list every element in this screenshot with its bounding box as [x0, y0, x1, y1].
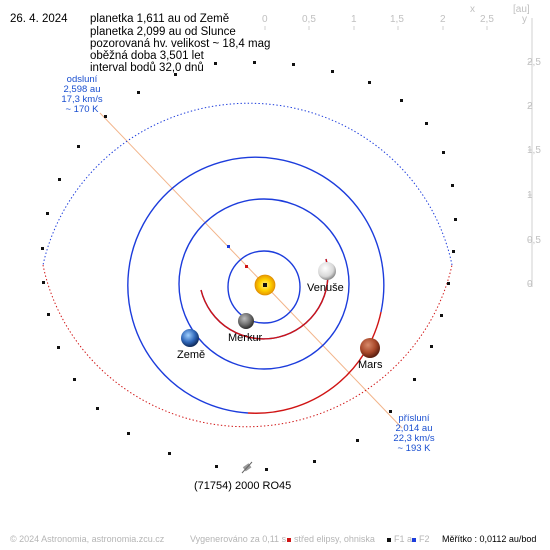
y-axis-ticks	[528, 61, 532, 285]
mercury-orbit	[227, 250, 301, 324]
venus-label: Venuše	[307, 282, 344, 294]
mercury-planet	[238, 313, 254, 329]
venus-orbit-blue	[200, 258, 329, 340]
x-axis-corner: x	[470, 4, 475, 15]
perihelion-speed: 22,3 km/s	[393, 433, 435, 444]
legend-f1-text: F1 a	[394, 534, 413, 544]
perihelion-note: přísluní 2,014 au 22,3 km/s ~ 193 K	[386, 414, 442, 454]
info-interval: interval bodů 32,0 dnů	[90, 62, 204, 74]
aphelion-speed: 17,3 km/s	[61, 94, 103, 105]
axis-unit: [au]	[513, 4, 530, 15]
asteroid-label: (71754) 2000 RO45	[194, 480, 292, 492]
venus-planet	[318, 262, 336, 280]
y-tick-label: 1	[527, 190, 533, 201]
footer-legend-f2: F2	[412, 534, 430, 544]
aphelion-distance: 2,598 au	[63, 84, 101, 95]
perihelion-distance: 2,014 au	[395, 423, 433, 434]
x-tick-label: 1	[351, 14, 357, 25]
ellipse-center-marker	[245, 265, 248, 268]
aphelion-temperature: ~ 170 K	[65, 104, 99, 115]
perihelion-temperature: ~ 193 K	[397, 443, 431, 454]
footer-legend-center: střed elipsy, ohniska	[287, 534, 375, 544]
interval-points	[41, 61, 457, 471]
aphelion-note: odsluní 2,598 au 17,3 km/s ~ 170 K	[52, 75, 112, 115]
mars-planet	[360, 338, 380, 358]
apsidal-line	[99, 112, 403, 429]
perihelion-title: přísluní	[398, 413, 430, 424]
earth-orbit	[178, 198, 350, 370]
footer-copyright: © 2024 Astronomia, astronomia.zcu.cz	[10, 534, 165, 544]
y-tick-label: 2,5	[527, 57, 541, 68]
footer-legend-f1: F1 a	[387, 534, 412, 544]
sun-focus-dot	[263, 283, 267, 287]
mars-label: Mars	[358, 359, 383, 371]
asteroid-orbit-red	[42, 264, 453, 428]
aphelion-title: odsluní	[66, 74, 98, 85]
legend-center-text: střed elipsy, ohniska	[294, 534, 375, 544]
y-tick-label: 0,5	[527, 235, 541, 246]
footer-scale: Měřítko : 0,0112 au/bod	[442, 534, 537, 544]
mercury-label: Merkur	[228, 332, 263, 344]
x-tick-label: 0	[262, 14, 268, 25]
info-period: oběžná doba 3,501 let	[90, 50, 204, 62]
info-distance-sun: planetka 2,099 au od Slunce	[90, 26, 236, 38]
legend-center-dot	[287, 537, 291, 542]
info-magnitude: pozorovaná hv. velikost ~ 18,4 mag	[90, 38, 271, 50]
x-tick-label: 2,5	[480, 14, 494, 25]
earth-label: Země	[177, 349, 206, 361]
venus-orbit-red	[200, 258, 329, 340]
legend-f2-dot	[412, 537, 416, 542]
y-tick-label: 1,5	[527, 145, 541, 156]
x-axis-ticks	[264, 26, 488, 30]
asteroid-marker	[241, 461, 253, 474]
x-tick-label: 1,5	[390, 14, 404, 25]
y-axis-corner: y	[522, 14, 527, 25]
x-tick-label: 2	[440, 14, 446, 25]
date-label: 26. 4. 2024	[10, 13, 68, 25]
info-distance-earth: planetka 1,611 au od Země	[90, 13, 230, 25]
mars-orbit-blue	[127, 156, 385, 414]
mars-orbit-red	[247, 311, 382, 414]
focus-f2-marker	[227, 245, 230, 248]
y-tick-label: 0	[527, 279, 533, 290]
legend-f1-dot	[387, 537, 391, 542]
y-tick-label: 2	[527, 101, 533, 112]
earth-planet	[181, 329, 199, 347]
asteroid-orbit-blue	[42, 102, 453, 266]
x-tick-label: 0,5	[302, 14, 316, 25]
legend-f2-text: F2	[419, 534, 430, 544]
footer-generated: Vygenerováno za 0,11 s	[190, 534, 287, 544]
